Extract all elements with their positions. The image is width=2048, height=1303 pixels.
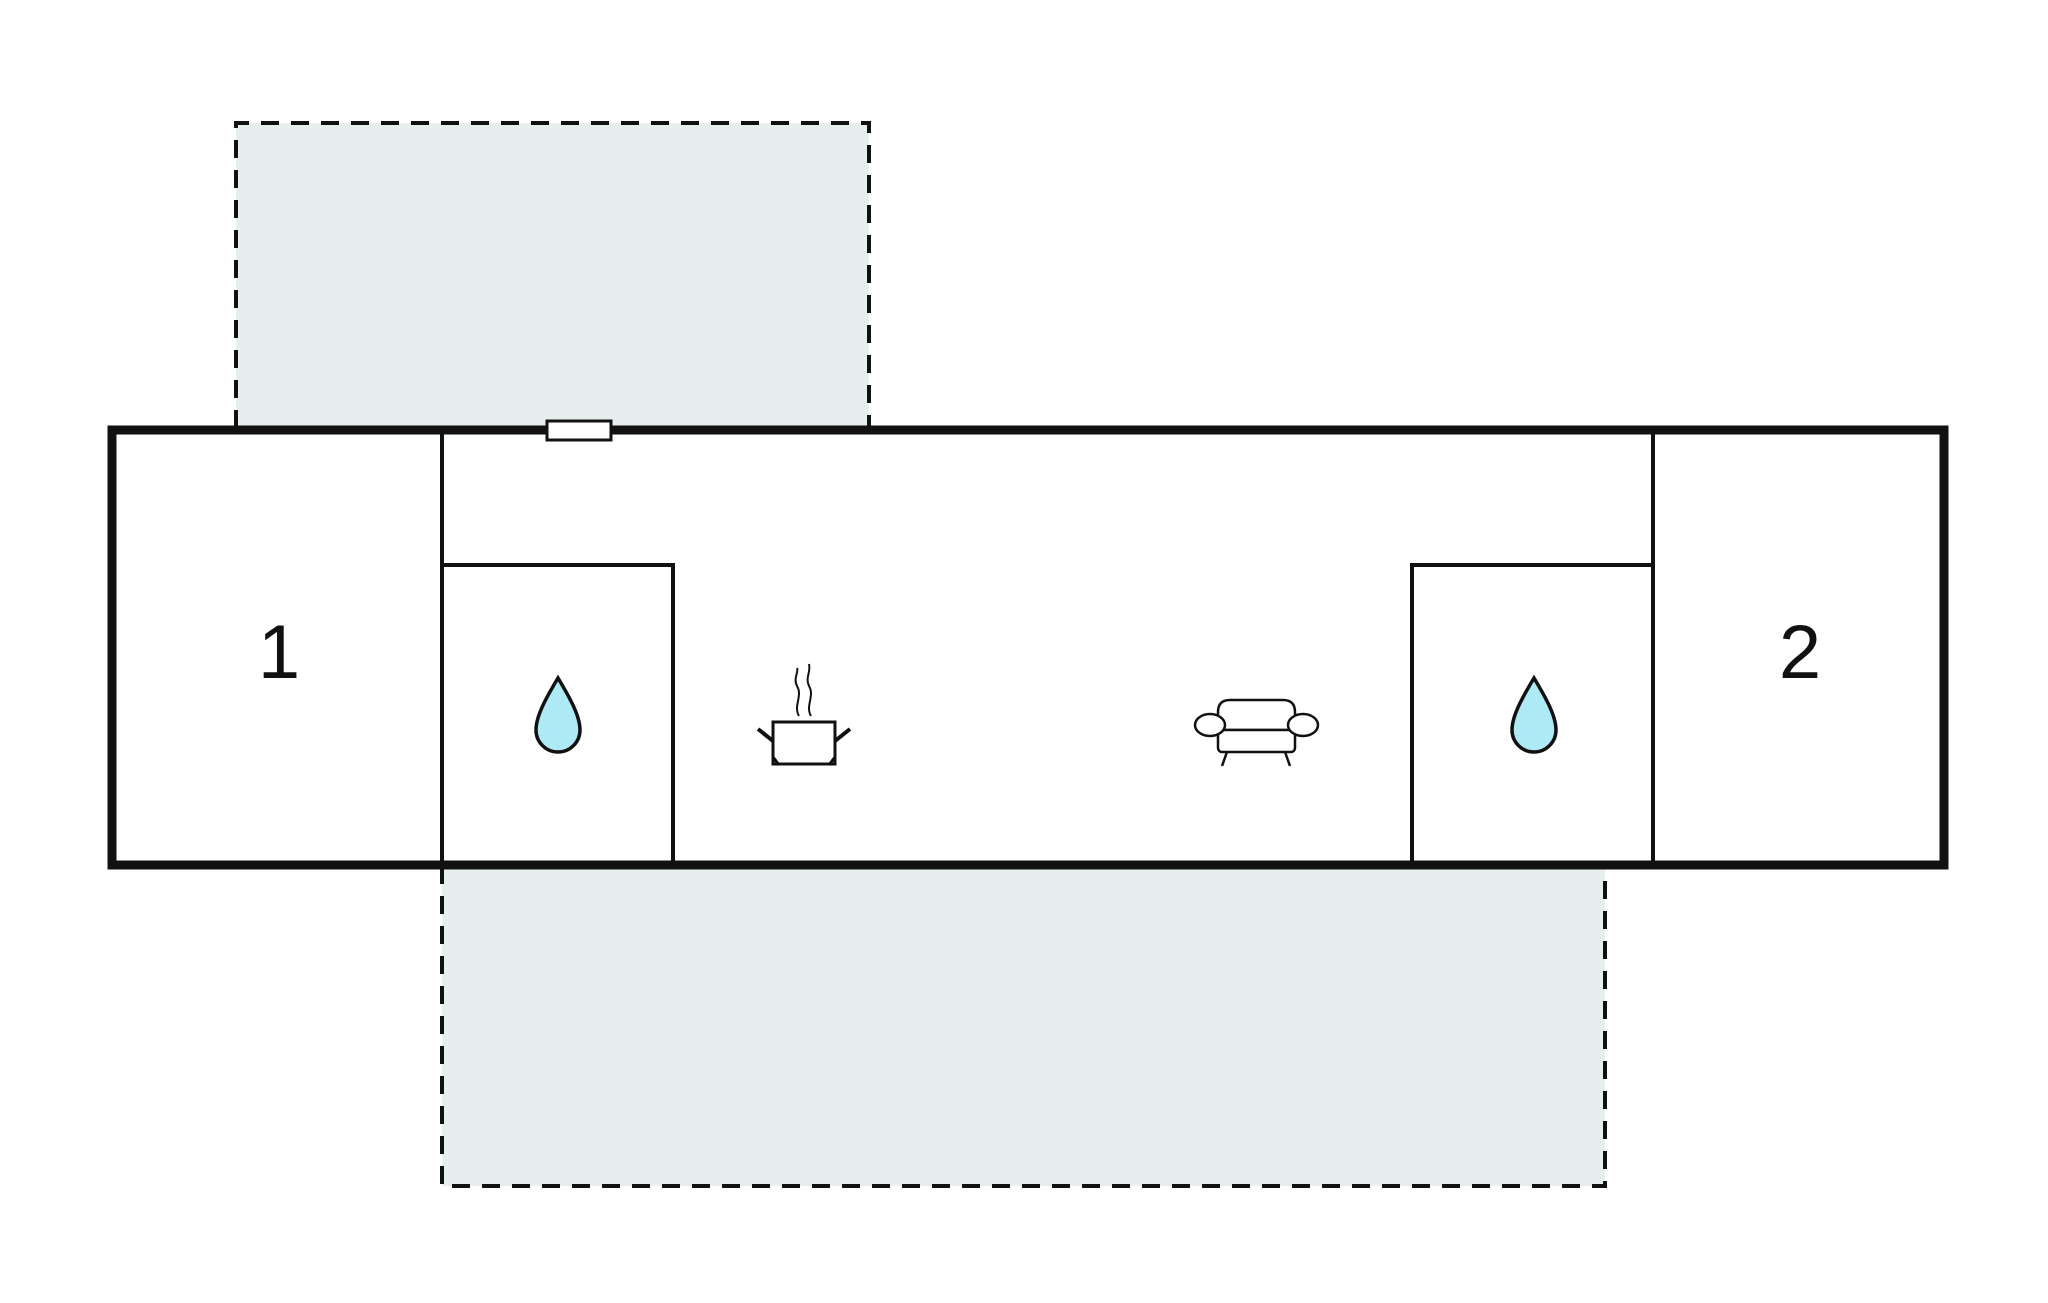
room-label-1: 1 [258, 610, 300, 695]
window [545, 419, 613, 442]
water-drop-icon [1510, 674, 1558, 754]
outer-walls [107, 425, 1949, 870]
room-label-2: 2 [1779, 610, 1821, 695]
terrace-top [236, 123, 869, 428]
sofa-icon [1193, 698, 1320, 767]
terrace-top-dashed-border [234, 121, 871, 428]
interior-walls [440, 434, 1655, 861]
cooking-pot-icon [756, 663, 852, 766]
terrace-bottom-dashed-border [440, 866, 1607, 1188]
water-drop-icon [534, 674, 582, 754]
terrace-bottom [442, 866, 1605, 1186]
